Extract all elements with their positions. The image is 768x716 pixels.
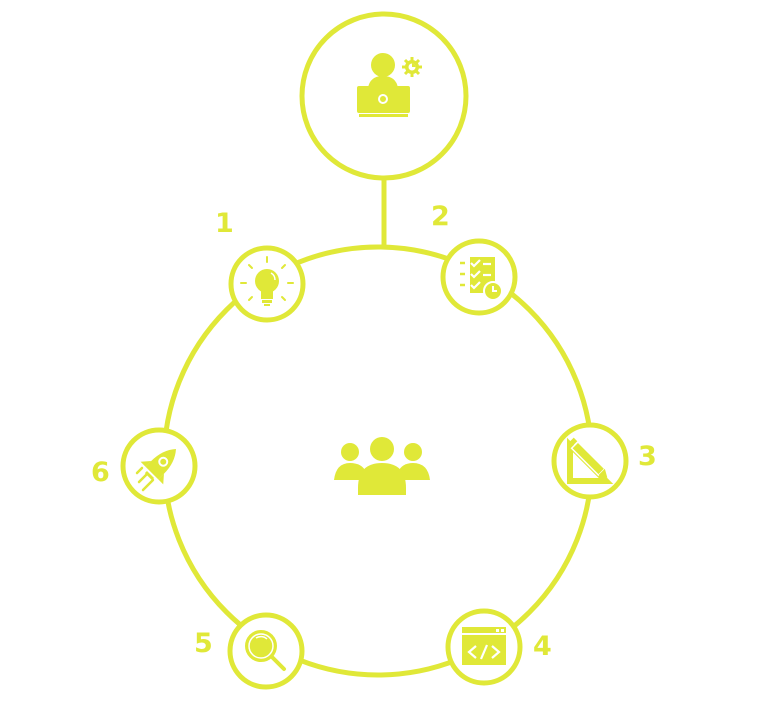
- step-4-number: 4: [533, 631, 552, 662]
- step-3-number: 3: [638, 441, 657, 472]
- team-group-icon: [334, 437, 430, 495]
- magnifying-glass-testing-icon: [245, 630, 286, 671]
- ruler-triangle-pencil-design-icon: [567, 437, 614, 484]
- cycle-ring: [161, 244, 595, 678]
- checklist-with-clock-icon: [460, 257, 503, 301]
- step-1-number: 1: [215, 208, 234, 239]
- step-2-number: 2: [431, 201, 450, 232]
- rocket-launch-icon: [135, 449, 176, 492]
- lightbulb-idea-icon: [240, 256, 294, 306]
- step-5-node: [227, 612, 305, 690]
- top-hub: [299, 11, 469, 181]
- step-6-number: 6: [91, 457, 110, 488]
- step-6-node: [120, 427, 198, 505]
- step-3-node: [551, 422, 629, 500]
- browser-code-window-icon: [462, 627, 506, 665]
- step-2-node: [440, 238, 518, 316]
- step-4-node: [445, 608, 523, 686]
- step-5-number: 5: [194, 628, 213, 659]
- developer-at-laptop-with-gear-icon: [357, 53, 422, 117]
- step-1-node: [228, 245, 306, 323]
